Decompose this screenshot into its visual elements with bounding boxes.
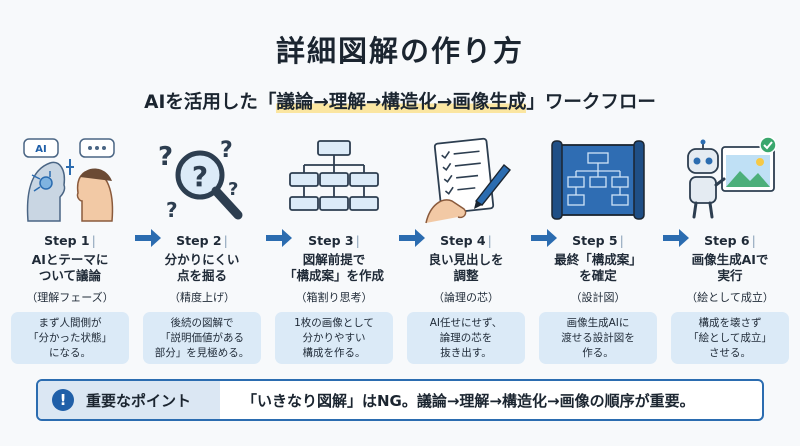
page-subtitle: AIを活用した「議論→理解→構造化→画像生成」ワークフロー (0, 88, 800, 114)
note-line: 部分」を見極める。 (154, 346, 250, 359)
note-line: させる。 (709, 346, 751, 359)
key-point-text: 「いきなり図解」はNG。議論→理解→構造化→画像の順序が重要。 (242, 392, 695, 410)
arrow-right-icon (266, 229, 292, 247)
key-point-title: 重要なポイント (86, 392, 192, 410)
key-point-header: ! 重要なポイント (38, 381, 220, 419)
step-label: Step 3 (308, 233, 354, 248)
step-desc-line: 「構成案」を作成 (283, 268, 384, 283)
note-line: 渡せる設計図を (561, 331, 635, 344)
step-note-box: 1枚の画像として 分かりやすい 構成を作る。 (275, 312, 393, 364)
step-label: Step 6 (704, 233, 750, 248)
arrow-right-icon (663, 229, 689, 247)
step-desc-line: 分かりにくい (164, 252, 240, 267)
step-desc-line: AIとテーマに (31, 252, 109, 267)
robot-image-icon (687, 136, 777, 219)
svg-text:?: ? (228, 179, 238, 200)
svg-text:?: ? (220, 138, 233, 163)
step-note-box: まず人間側が 「分かった状態」 になる。 (11, 312, 129, 364)
note-line: 「絵として成立」 (688, 331, 772, 344)
note-line: 1枚の画像として (294, 316, 374, 329)
step-sub: （絵として成立） (686, 291, 774, 304)
step-label: Step 2 (176, 233, 222, 248)
step-sub: （設計図） (570, 291, 626, 304)
arrow-right-icon (135, 229, 161, 247)
step-desc-line: 良い見出しを (428, 252, 504, 267)
note-line: 「分かった状態」 (28, 331, 112, 344)
step-1: AI Step 1| AIとテーマについて議論 （理解フェーズ） まず人間側が … (8, 130, 132, 370)
note-line: 分かりやすい (302, 331, 366, 344)
step-sub: （箱割り思考） (295, 291, 373, 304)
magnifier-question-icon: ? ? ? ? ? (158, 138, 243, 222)
exclamation-icon: ! (52, 389, 74, 411)
step-desc-line: 画像生成AIで (691, 252, 769, 267)
step-desc-line: 調整 (453, 268, 479, 283)
step-3: Step 3| 図解前提で「構成案」を作成 （箱割り思考） 1枚の画像として 分… (272, 130, 396, 370)
step-note-box: 後続の図解で 「説明価値がある 部分」を見極める。 (143, 312, 261, 364)
step-label: Step 1 (44, 233, 90, 248)
step-sub: （理解フェーズ） (26, 291, 114, 304)
page-title: 詳細図解の作り方 (275, 34, 524, 68)
key-point-banner: ! 重要なポイント 「いきなり図解」はNG。議論→理解→構造化→画像の順序が重要… (36, 379, 764, 421)
arrow-right-icon (399, 229, 425, 247)
note-line: 画像生成AIに (566, 316, 630, 329)
step-desc-line: ついて議論 (38, 268, 102, 283)
step-5: Step 5| 最終「構成案」を確定 （設計図） 画像生成AIに 渡せる設計図を… (536, 130, 660, 370)
note-line: AI任せにせず、 (429, 316, 503, 329)
note-line: まず人間側が (38, 316, 102, 329)
checklist-pen-icon (425, 137, 511, 224)
note-line: 抜き出す。 (440, 346, 492, 359)
subtitle-highlight: 議論→理解→構造化→画像生成 (276, 92, 527, 113)
svg-text:?: ? (166, 198, 178, 222)
subtitle-prefix: AIを活用した「 (144, 92, 277, 113)
step-4: Step 4| 良い見出しを調整 （論理の芯） AI任せにせず、 論理の芯を 抜… (404, 130, 528, 370)
flowchart-icon (289, 140, 379, 211)
step-2: ? ? ? ? ? Step 2| 分かりにくい点を掘る （精度上げ） 後続の図… (140, 130, 264, 370)
step-sub: （論理の芯） (433, 291, 499, 304)
step-desc-line: 実行 (717, 268, 743, 283)
step-desc-line: 点を掘る (176, 268, 227, 283)
note-line: 構成を作る。 (302, 346, 366, 359)
svg-text:?: ? (192, 160, 208, 193)
arrow-right-icon (531, 229, 557, 247)
blueprint-icon (551, 140, 645, 220)
step-desc-line: 最終「構成案」 (554, 252, 642, 267)
note-line: 論理の芯を (439, 331, 493, 344)
step-desc-line: 図解前提で (302, 252, 366, 267)
step-note-box: AI任せにせず、 論理の芯を 抜き出す。 (407, 312, 525, 364)
step-note-box: 構成を壊さず 「絵として成立」 させる。 (671, 312, 789, 364)
step-note-box: 画像生成AIに 渡せる設計図を 作る。 (539, 312, 657, 364)
step-6: Step 6| 画像生成AIで実行 （絵として成立） 構成を壊さず 「絵として成… (668, 130, 792, 370)
note-line: 作る。 (582, 346, 614, 359)
ai-human-dialogue-icon: AI (23, 138, 115, 222)
svg-text:AI: AI (35, 144, 46, 155)
step-sub: （精度上げ） (169, 291, 235, 304)
step-label: Step 4 (440, 233, 486, 248)
note-line: 「説明価値がある (160, 331, 244, 344)
note-line: 後続の図解で (170, 316, 234, 329)
step-desc-line: を確定 (579, 268, 617, 283)
step-label: Step 5 (572, 233, 618, 248)
subtitle-suffix: 」ワークフロー (526, 92, 656, 113)
note-line: になる。 (49, 346, 91, 359)
svg-text:?: ? (158, 142, 173, 172)
note-line: 構成を壊さず (698, 316, 762, 329)
workflow-steps: AI Step 1| AIとテーマについて議論 （理解フェーズ） まず人間側が … (0, 130, 800, 370)
